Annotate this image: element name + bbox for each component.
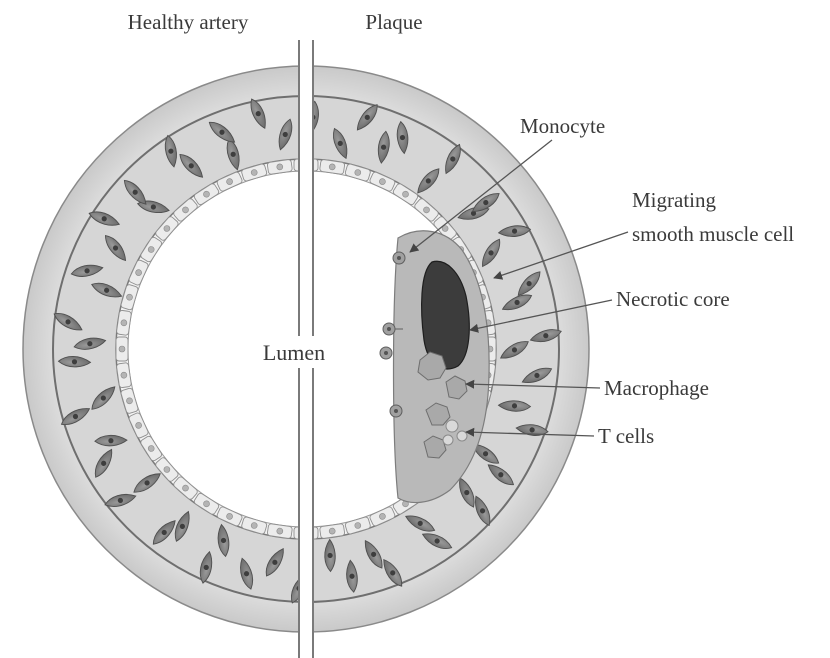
heading-plaque: Plaque [365, 10, 422, 34]
heading-healthy-artery: Healthy artery [128, 10, 249, 34]
monocyte-cell [393, 252, 405, 264]
label-t-cells: T cells [598, 424, 654, 448]
t-cell [446, 420, 458, 432]
label-macrophage: Macrophage [604, 376, 709, 400]
monocyte-cell [380, 347, 392, 359]
lumen-label: Lumen [263, 340, 325, 365]
label-migrating-line2: smooth muscle cell [632, 222, 794, 246]
t-cell [443, 435, 453, 445]
monocyte-cell [390, 405, 402, 417]
endothelial-cell [116, 337, 128, 361]
t-cell [457, 431, 467, 441]
label-monocyte: Monocyte [520, 114, 605, 138]
label-migrating-line1: Migrating [632, 188, 716, 212]
label-necrotic-core: Necrotic core [616, 287, 730, 311]
